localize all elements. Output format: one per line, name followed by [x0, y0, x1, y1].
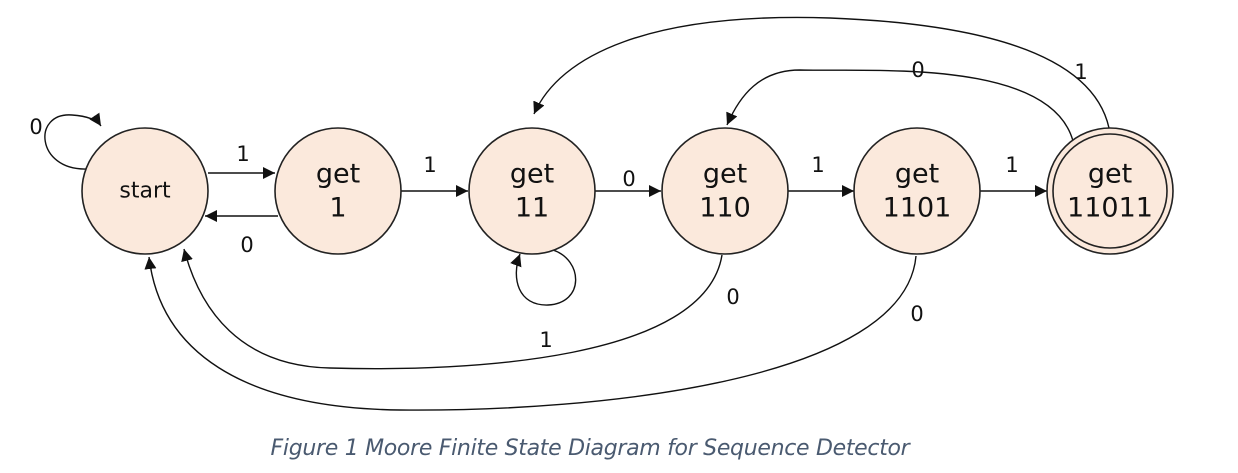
transition-label-start-to-get1: 1 [236, 142, 249, 166]
state-start: start [81, 127, 209, 255]
state-label-get110-line-1: 110 [699, 193, 751, 224]
state-label-get110-line-0: get [703, 159, 747, 190]
transition-label-get11011-to-get110: 0 [911, 58, 924, 82]
state-circle-get11 [468, 127, 596, 255]
state-label-get11-line-1: 11 [515, 193, 549, 224]
transition-label-get1-to-start: 0 [240, 233, 253, 257]
state-label-get11011-line-1: 11011 [1067, 193, 1153, 224]
transition-label-start-to-start: 0 [29, 115, 42, 139]
transition-label-get11011-to-get11: 1 [1074, 60, 1087, 84]
transition-label-get11-to-get11: 1 [539, 328, 552, 352]
state-label-get1101-line-1: 1101 [883, 193, 952, 224]
transition-start-to-start [44, 112, 102, 170]
transition-get11011-to-get11 [533, 16, 1110, 129]
transition-label-get110-to-start: 0 [726, 285, 739, 309]
state-label-start-line-0: start [119, 179, 171, 204]
state-label-get1-line-1: 1 [329, 193, 346, 224]
figure-caption: Figure 1 Moore Finite State Diagram for … [270, 436, 910, 461]
state-label-get1-line-0: get [316, 159, 360, 190]
state-circle-get1101 [853, 127, 981, 255]
transition-get110-to-start [181, 248, 723, 370]
transition-get1101-to-start [144, 255, 917, 411]
transitions-layer [44, 16, 1110, 411]
state-label-get11-line-0: get [510, 159, 554, 190]
transition-get11011-to-get110 [726, 69, 1074, 142]
transition-label-get11-to-get110: 0 [622, 167, 635, 191]
transition-label-get1101-to-get11011: 1 [1005, 153, 1018, 177]
accepting-ring-get11011 [1052, 133, 1168, 249]
transition-label-get1101-to-start: 0 [910, 302, 923, 326]
transition-get11-to-get11 [510, 249, 577, 306]
state-circle-get1 [274, 127, 402, 255]
state-label-get11011-line-0: get [1088, 159, 1132, 190]
transition-label-get1-to-get11: 1 [423, 153, 436, 177]
state-circle-get110 [661, 127, 789, 255]
state-circle-get11011 [1046, 127, 1174, 255]
transition-label-get110-to-get1101: 1 [811, 153, 824, 177]
state-label-get1101-line-0: get [895, 159, 939, 190]
state-circle-start [81, 127, 209, 255]
